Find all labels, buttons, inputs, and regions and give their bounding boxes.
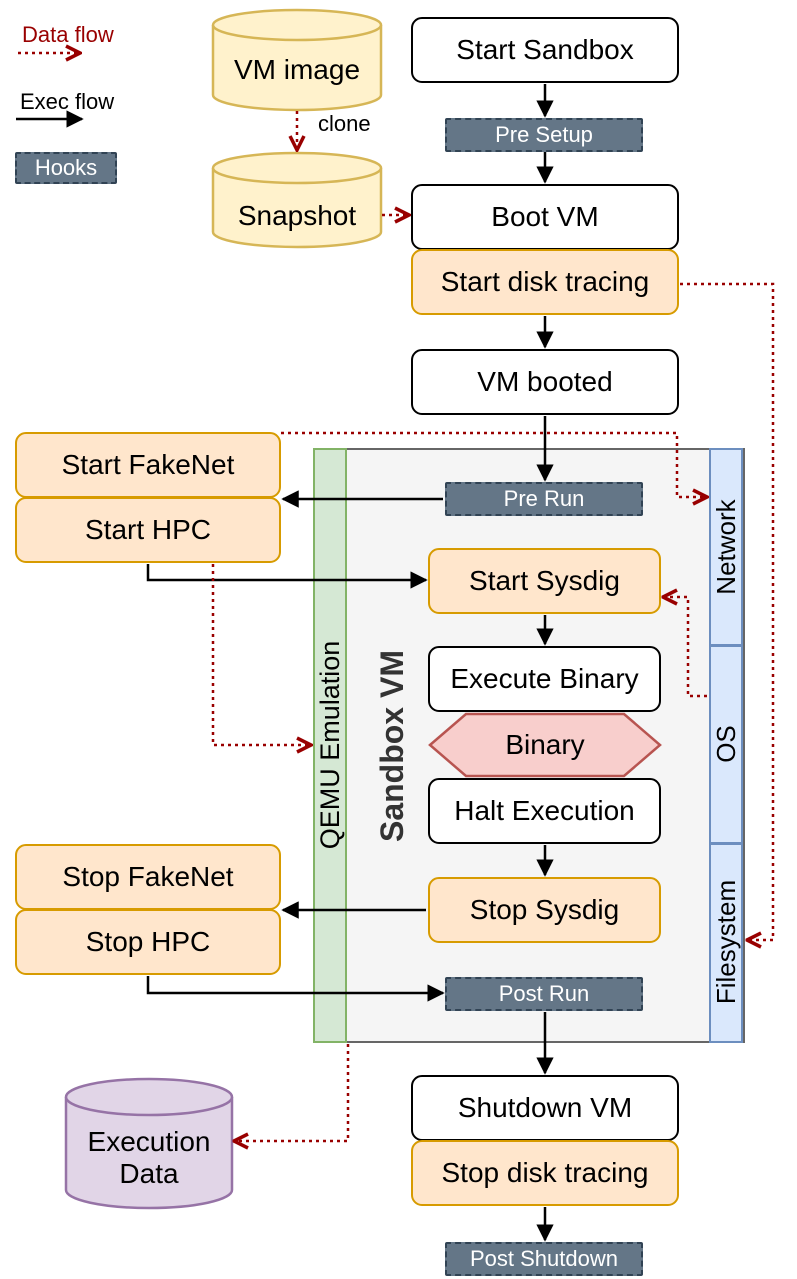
legend-exec-flow-label: Exec flow bbox=[20, 89, 115, 114]
snapshot-label: Snapshot bbox=[237, 199, 357, 231]
start-sysdig-node: Start Sysdig bbox=[428, 548, 661, 614]
halt-execution-node: Halt Execution bbox=[428, 778, 661, 844]
os-label: OS bbox=[711, 725, 741, 763]
execute-binary-node: Execute Binary bbox=[428, 646, 661, 712]
pre-setup-hook: Pre Setup bbox=[445, 118, 643, 152]
legend-data-flow-label: Data flow bbox=[22, 22, 114, 47]
qemu-emulation-label: QEMU Emulation bbox=[315, 640, 345, 850]
execution-data-label: Execution Data bbox=[87, 1125, 211, 1189]
legend-hooks-swatch: Hooks bbox=[15, 152, 117, 184]
pre-run-hook: Pre Run bbox=[445, 482, 643, 516]
start-hpc-node: Start HPC bbox=[15, 497, 281, 563]
filesystem-label: Filesystem bbox=[711, 879, 741, 1005]
stop-disk-tracing-node: Stop disk tracing bbox=[411, 1140, 679, 1206]
stop-hpc-node: Stop HPC bbox=[15, 909, 281, 975]
qemu-emulation-container bbox=[313, 448, 347, 1043]
sandbox-vm-label: Sandbox VM bbox=[374, 650, 410, 843]
binary-label: Binary bbox=[505, 728, 585, 760]
data-arrow-hpc-to-qemu bbox=[211, 564, 311, 745]
clone-label: clone bbox=[318, 111, 371, 136]
start-sandbox-node: Start Sandbox bbox=[411, 17, 679, 83]
start-disk-tracing-node: Start disk tracing bbox=[411, 249, 679, 315]
stop-sysdig-node: Stop Sysdig bbox=[428, 877, 661, 943]
stop-fakenet-node: Stop FakeNet bbox=[15, 844, 281, 910]
vm-image-label: VM image bbox=[233, 53, 361, 85]
network-label: Network bbox=[711, 499, 741, 595]
post-run-hook: Post Run bbox=[445, 977, 643, 1011]
shutdown-vm-node: Shutdown VM bbox=[411, 1075, 679, 1141]
data-arrow-qemu-to-executiondata bbox=[234, 1044, 350, 1141]
start-fakenet-node: Start FakeNet bbox=[15, 432, 281, 498]
post-shutdown-hook: Post Shutdown bbox=[445, 1242, 643, 1276]
vm-booted-node: VM booted bbox=[411, 349, 679, 415]
boot-vm-node: Boot VM bbox=[411, 184, 679, 250]
